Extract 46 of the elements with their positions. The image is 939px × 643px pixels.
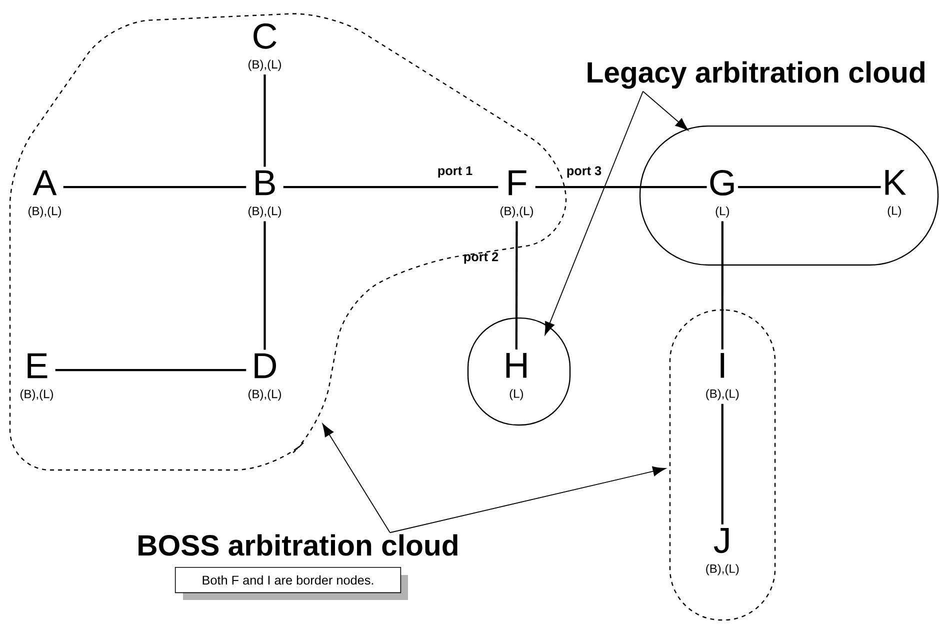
- node-letter: G: [710, 170, 734, 196]
- leader-arrow: [322, 423, 390, 534]
- node-annotation: (B),(L): [248, 206, 281, 218]
- node-annotation: (B),(L): [20, 389, 53, 401]
- node-annotation: (B),(L): [706, 389, 739, 400]
- node-letter: J: [714, 528, 729, 554]
- link-line: [721, 404, 724, 524]
- node-annotation: (B),(L): [500, 206, 533, 218]
- link-line: [721, 221, 724, 350]
- port-label: port 3: [567, 166, 602, 178]
- node-letter: I: [720, 353, 724, 378]
- node-annotation: (B),(L): [248, 60, 281, 71]
- leader-arrow: [544, 90, 644, 336]
- link-line: [738, 186, 881, 188]
- node-letter: H: [506, 353, 526, 378]
- cloud-label: BOSS arbitration cloud: [138, 534, 458, 556]
- leader-arrow: [642, 90, 688, 131]
- port-label: port 1: [438, 166, 472, 178]
- node-letter: B: [256, 170, 275, 196]
- node-letter: F: [508, 170, 526, 196]
- link-line: [515, 221, 518, 350]
- link-line: [535, 186, 707, 188]
- node-annotation: (B),(L): [28, 206, 61, 218]
- link-line: [63, 186, 246, 188]
- link-line: [264, 74, 266, 167]
- node-letter: K: [885, 170, 906, 195]
- link-line: [264, 221, 266, 350]
- link-line: [55, 368, 246, 372]
- node-annotation: (B),(L): [706, 564, 739, 576]
- cloud-label: Legacy arbitration cloud: [588, 61, 924, 89]
- leader-arrow: [390, 466, 666, 534]
- port-label: port 2: [464, 252, 498, 264]
- node-letter: C: [254, 23, 276, 49]
- node-letter: D: [254, 353, 276, 378]
- node-annotation: (L): [716, 206, 729, 218]
- note-box: Both F and I are border nodes.: [174, 566, 408, 600]
- node-annotation: (L): [510, 389, 523, 400]
- dashed-cloud-outline: [669, 309, 776, 621]
- cloud-outline: [639, 125, 939, 266]
- dashed-cloud-outline: [9, 13, 567, 471]
- node-letter: E: [28, 353, 48, 378]
- node-annotation: (B),(L): [248, 389, 281, 401]
- node-letter: A: [32, 170, 57, 196]
- node-annotation: (L): [888, 206, 901, 218]
- link-line: [283, 186, 498, 188]
- cloud-outline: [467, 317, 571, 426]
